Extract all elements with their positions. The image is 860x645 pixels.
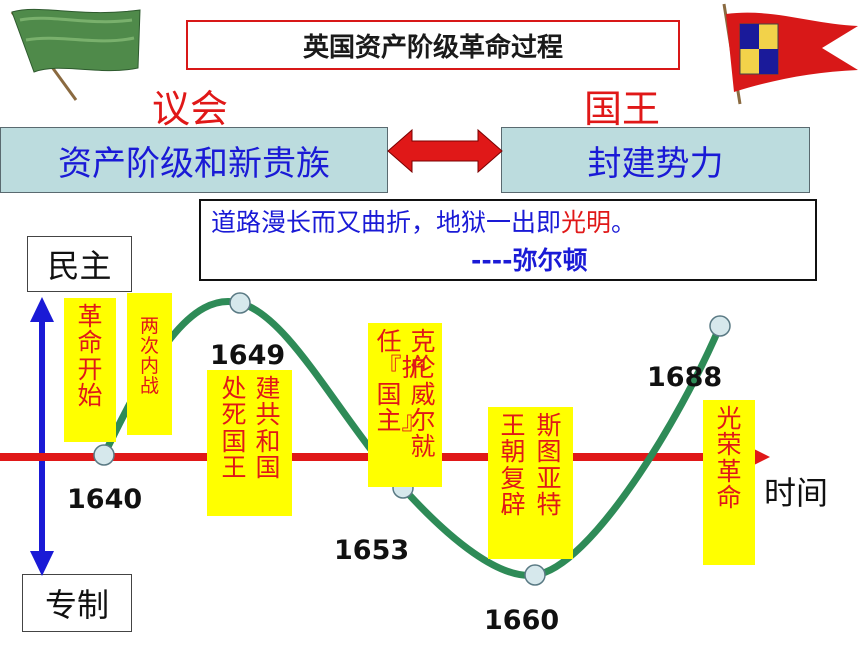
- democracy-label: 民主: [27, 236, 132, 292]
- parliament-label: 议会: [152, 87, 229, 131]
- quote-author: ----弥尔顿: [471, 246, 588, 275]
- double-arrow-icon: [387, 128, 503, 174]
- feudal-forces-box: 封建势力: [501, 127, 810, 193]
- event-cromwell-protector: 克伦威尔就 任『护国主』: [368, 323, 442, 487]
- event-glorious-revolution: 光荣革命: [703, 400, 755, 565]
- point-1640: [93, 444, 115, 466]
- year-label-1653: 1653: [334, 535, 410, 566]
- event-revolution-begins: 革命开始: [64, 298, 116, 442]
- point-1688: [709, 315, 731, 337]
- point-1660: [524, 564, 546, 586]
- vertical-axis-arrow-up: [30, 297, 54, 322]
- event-stuart-restoration: 斯图亚特 王朝复辟: [488, 407, 573, 559]
- autocracy-label: 专制: [22, 574, 132, 632]
- quote-box: 道路漫长而又曲折，地狱一出即光明。 ----弥尔顿: [199, 199, 817, 281]
- year-label-1640: 1640: [67, 484, 143, 515]
- event-two-civil-wars: 两次内战: [127, 293, 172, 435]
- royal-flag-icon: [722, 3, 858, 105]
- king-label: 国王: [584, 87, 661, 131]
- year-label-1649: 1649: [210, 340, 286, 371]
- point-1649: [229, 292, 251, 314]
- vertical-axis-arrow-down: [30, 551, 54, 576]
- page-title: 英国资产阶级革命过程: [186, 20, 680, 70]
- year-label-1688: 1688: [647, 362, 723, 393]
- green-flag-icon: [10, 8, 141, 101]
- year-label-1660: 1660: [484, 605, 560, 636]
- event-republic-founded: 建共和国 处死国王: [207, 370, 292, 516]
- bourgeoisie-box: 资产阶级和新贵族: [0, 127, 388, 193]
- quote-text: 道路漫长而又曲折，地狱一出即光明。: [211, 208, 637, 237]
- time-label: 时间: [764, 474, 829, 512]
